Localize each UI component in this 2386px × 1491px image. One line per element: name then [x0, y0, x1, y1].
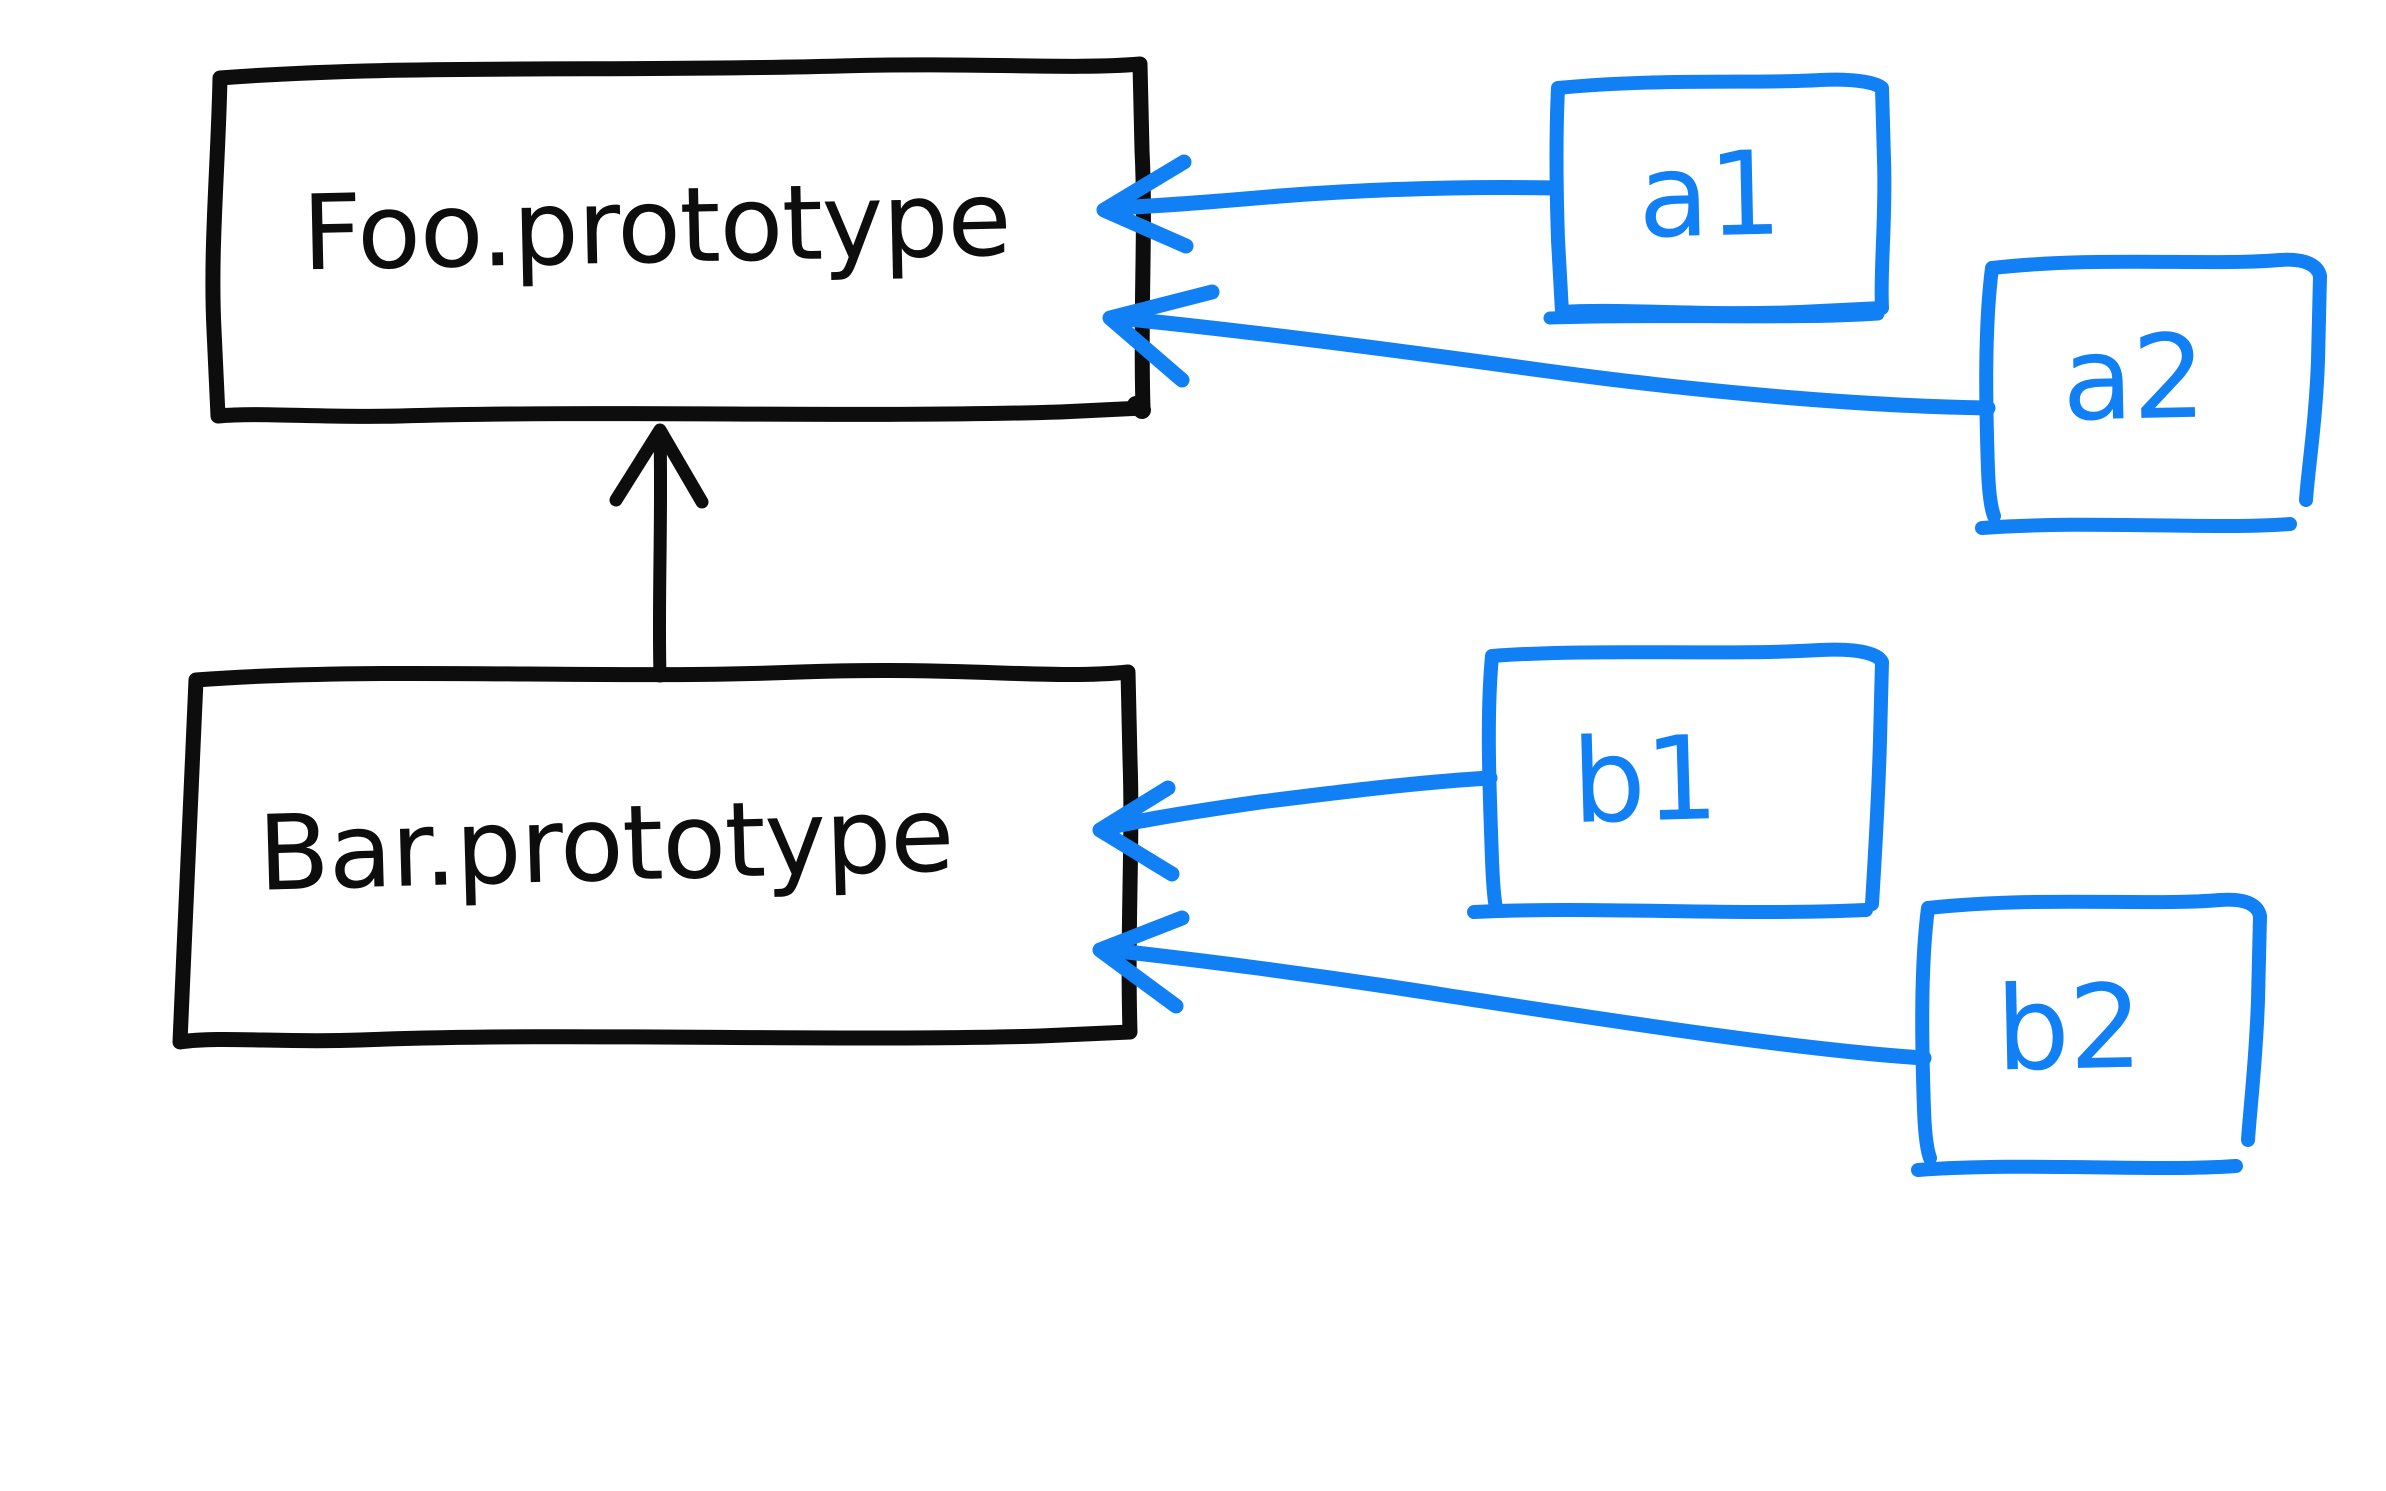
edge-a2-to-foo [1102, 284, 1996, 416]
edge-bar-to-foo [609, 423, 709, 683]
edge-b1-to-bar-arrowhead [1092, 780, 1180, 882]
bar-prototype-box-outline [172, 662, 1139, 1050]
a1-box-bottom-redraw [1543, 307, 1885, 325]
edge-bar-to-foo-arrowhead [609, 423, 709, 509]
bar-prototype-label: Bar.prototype [256, 773, 954, 914]
b2-box-bottom-redraw [1911, 1159, 2243, 1177]
node-a2[interactable]: a2 [1975, 252, 2327, 535]
foo-prototype-label: Foo.prototype [301, 158, 1012, 295]
b2-box-outline [1915, 892, 2267, 1165]
a1-box-outline [1549, 72, 1892, 321]
edge-b2-to-bar-shaft [1102, 942, 1932, 1066]
b1-box-bottom-redraw [1467, 903, 1873, 919]
node-a1[interactable]: a1 [1543, 72, 1892, 325]
edge-a2-to-foo-arrowhead [1102, 284, 1220, 388]
edge-bar-to-foo-shaft [652, 425, 668, 683]
node-foo-prototype[interactable]: Foo.prototype [205, 56, 1151, 424]
node-b2[interactable]: b2 [1911, 892, 2267, 1177]
edge-b1-to-bar [1092, 770, 1498, 882]
node-bar-prototype[interactable]: Bar.prototype [172, 662, 1139, 1050]
edge-b1-to-bar-shaft [1100, 770, 1498, 836]
edge-b2-to-bar-arrowhead [1092, 910, 1190, 1014]
edge-a1-to-foo-arrowhead [1096, 154, 1194, 254]
a1-label: a1 [1637, 127, 1783, 265]
b1-label: b1 [1570, 711, 1719, 850]
b2-label: b2 [1995, 959, 2143, 1097]
foo-prototype-corner-blob [1127, 396, 1151, 419]
a2-box-outline [1979, 252, 2327, 523]
edge-a1-to-foo [1096, 154, 1564, 254]
a2-box-bottom-redraw [1975, 517, 2297, 535]
edge-a2-to-foo-shaft [1110, 310, 1996, 416]
b1-box-outline [1481, 642, 1889, 915]
a2-label: a2 [2061, 310, 2207, 448]
edge-b2-to-bar [1092, 910, 1932, 1066]
node-b1[interactable]: b1 [1467, 642, 1889, 919]
edge-a1-to-foo-shaft [1102, 179, 1564, 216]
